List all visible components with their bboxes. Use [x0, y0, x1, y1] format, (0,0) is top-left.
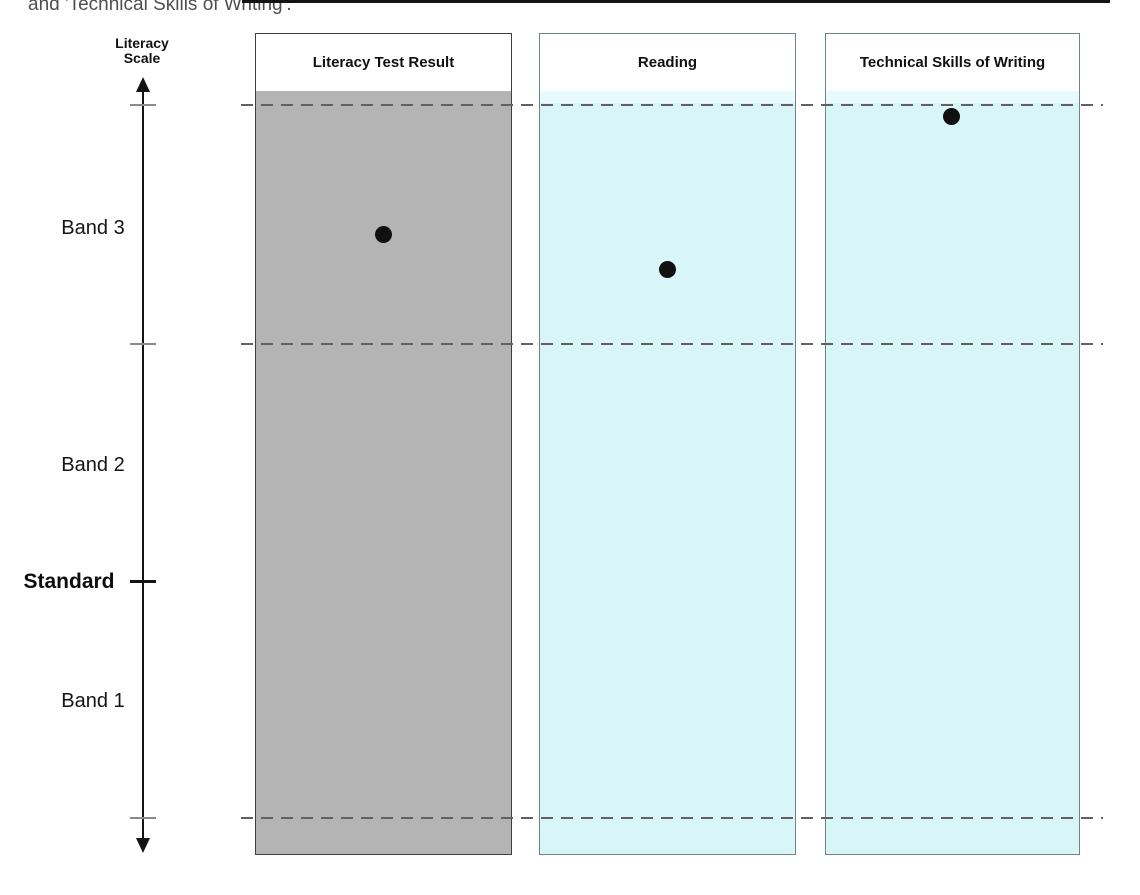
axis-tick-band3-top: [130, 104, 156, 106]
column-fill-top-tint: [540, 91, 795, 103]
column-header: Reading: [540, 34, 795, 91]
column-fill-cyan: [826, 91, 1079, 854]
dashed-line-band3-band2-boundary: [241, 343, 1103, 345]
column-literacy-test-result: Literacy Test Result: [255, 33, 512, 855]
standard-line: [242, 0, 1110, 3]
axis-arrow-down-icon: [136, 838, 150, 853]
axis-tick-standard: [130, 580, 156, 583]
column-header: Technical Skills of Writing: [826, 34, 1079, 91]
column-technical-skills-of-writing: Technical Skills of Writing: [825, 33, 1080, 855]
column-header: Literacy Test Result: [256, 34, 511, 91]
band1-label: Band 1: [61, 690, 125, 712]
caption-text: and 'Technical Skills of Writing'.: [28, 0, 292, 15]
literacy-scale-axis-line: [142, 88, 144, 842]
data-point-reading: [659, 261, 676, 278]
axis-tick-band1-bottom: [130, 817, 156, 819]
literacy-scale-axis-label: Literacy Scale: [96, 36, 188, 66]
axis-tick-band2-top: [130, 343, 156, 345]
axis-label-line1: Literacy: [115, 35, 169, 51]
data-point-literacy-test-result: [375, 226, 392, 243]
data-point-technical-skills-of-writing: [943, 108, 960, 125]
dashed-line-band1-bottom: [241, 817, 1103, 819]
standard-label: Standard: [23, 570, 115, 593]
dashed-line-band3-top: [241, 104, 1103, 106]
axis-label-line2: Scale: [123, 50, 161, 66]
column-fill-gray: [256, 91, 511, 854]
column-fill-cyan: [540, 91, 795, 854]
axis-arrow-up-icon: [136, 77, 150, 92]
band3-label: Band 3: [61, 217, 125, 239]
column-reading: Reading: [539, 33, 796, 855]
column-fill-top-tint: [826, 91, 1079, 103]
band2-label: Band 2: [61, 454, 125, 476]
